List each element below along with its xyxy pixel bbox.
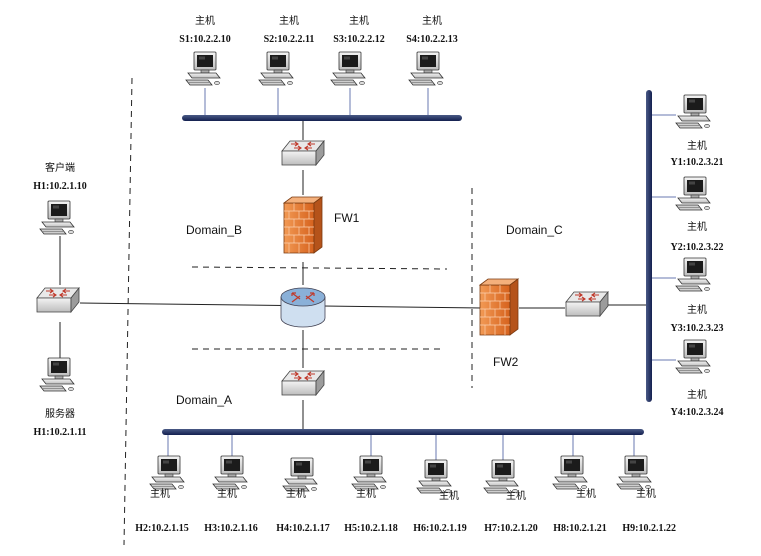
host-s4-type: 主机 (422, 14, 442, 27)
client-type: 客户端 (45, 161, 75, 174)
host-s2-address: S2:10.2.2.11 (264, 34, 315, 45)
right-bus (646, 90, 652, 402)
host-h5-type: 主机 (356, 487, 376, 500)
bottom-switch-icon (281, 370, 325, 396)
fw2-label: FW2 (493, 355, 519, 369)
host-y4-address: Y4:10.2.3.24 (670, 407, 723, 418)
fw1-firewall-icon (283, 196, 323, 254)
domain-c-label: Domain_C (506, 223, 563, 237)
domain-b-label: Domain_B (186, 223, 242, 237)
host-h5-icon (351, 455, 387, 490)
host-h3-address: H3:10.2.1.16 (204, 523, 258, 534)
host-h8-icon (552, 455, 588, 490)
domain-boundary-left (123, 77, 133, 546)
host-y4-type: 主机 (687, 388, 707, 401)
host-h6-type: 主机 (439, 489, 459, 502)
host-s3-icon (330, 51, 366, 86)
host-h2-address: H2:10.2.1.15 (135, 523, 189, 534)
fw1-label: FW1 (334, 211, 360, 225)
fw2-firewall-icon (479, 278, 519, 336)
host-h9-icon (616, 455, 652, 490)
host-s2-type: 主机 (279, 14, 299, 27)
server-host-icon (39, 357, 75, 392)
host-y3-address: Y3:10.2.3.23 (670, 323, 723, 334)
host-y1-address: Y1:10.2.3.21 (670, 157, 723, 168)
host-h9-address: H9:10.2.1.22 (622, 523, 676, 534)
top-bus (182, 115, 462, 121)
host-y3-icon (675, 257, 711, 292)
host-h3-icon (212, 455, 248, 490)
left-switch-icon (36, 287, 80, 313)
top-switch-icon (281, 140, 325, 166)
host-h4-icon (282, 457, 318, 492)
host-s1-type: 主机 (195, 14, 215, 27)
core-router-icon (280, 287, 326, 328)
host-h2-type: 主机 (150, 487, 170, 500)
host-y1-type: 主机 (687, 139, 707, 152)
host-y3-type: 主机 (687, 303, 707, 316)
host-h4-address: H4:10.2.1.17 (276, 523, 330, 534)
host-h5-address: H5:10.2.1.18 (344, 523, 398, 534)
client-address: H1:10.2.1.10 (33, 181, 87, 192)
host-y1-icon (675, 94, 711, 129)
host-h8-type: 主机 (576, 487, 596, 500)
host-y2-type: 主机 (687, 220, 707, 233)
host-h7-icon (483, 459, 519, 494)
host-h3-type: 主机 (217, 487, 237, 500)
bottom-bus (162, 429, 644, 435)
host-h7-address: H7:10.2.1.20 (484, 523, 538, 534)
client-host-icon (39, 200, 75, 235)
host-h6-address: H6:10.2.1.19 (413, 523, 467, 534)
host-h9-type: 主机 (636, 487, 656, 500)
host-h6-icon (416, 459, 452, 494)
domain-boundary-upper (191, 266, 448, 270)
host-s3-address: S3:10.2.2.12 (333, 34, 384, 45)
domain-a-label: Domain_A (176, 393, 232, 407)
host-y2-icon (675, 176, 711, 211)
host-s4-icon (408, 51, 444, 86)
host-h7-type: 主机 (506, 489, 526, 502)
host-s4-address: S4:10.2.2.13 (406, 34, 457, 45)
server-address: H1:10.2.1.11 (33, 427, 86, 438)
host-s1-address: S1:10.2.2.10 (179, 34, 230, 45)
right-switch-icon (565, 291, 609, 317)
host-s1-icon (185, 51, 221, 86)
host-s3-type: 主机 (349, 14, 369, 27)
host-h4-type: 主机 (286, 487, 306, 500)
server-type: 服务器 (45, 407, 75, 420)
host-y2-address: Y2:10.2.3.22 (670, 242, 723, 253)
host-h8-address: H8:10.2.1.21 (553, 523, 607, 534)
host-h2-icon (149, 455, 185, 490)
host-s2-icon (258, 51, 294, 86)
host-y4-icon (675, 339, 711, 374)
